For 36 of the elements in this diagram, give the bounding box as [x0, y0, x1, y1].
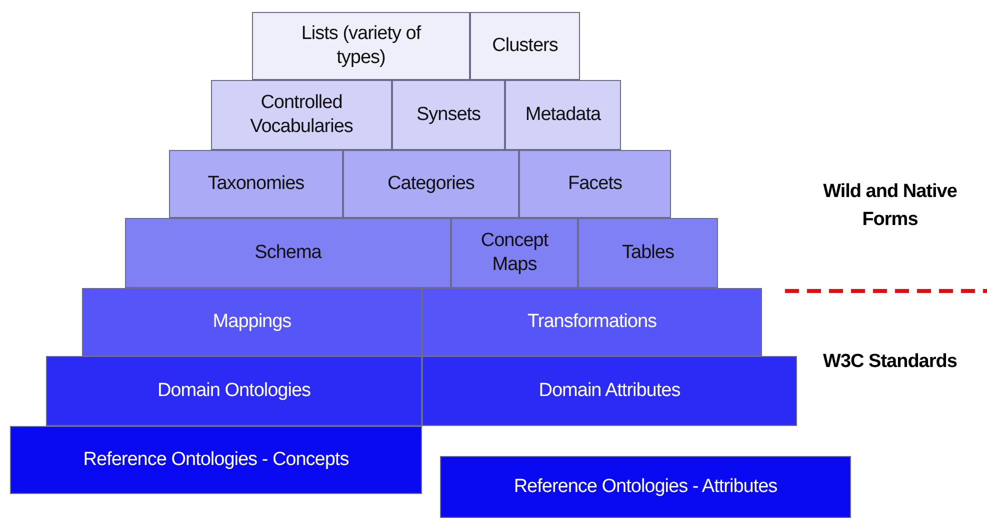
block-label: Schema [254, 241, 322, 265]
layer-block [422, 288, 762, 356]
layer-block [519, 150, 671, 218]
block-label: Reference Ontologies - Attributes [514, 475, 778, 499]
layer-block [125, 218, 451, 288]
layer-block [440, 456, 851, 518]
block-label: Taxonomies [208, 172, 304, 196]
layer-block [343, 150, 519, 218]
block-label: Metadata [525, 103, 601, 127]
layer-block [505, 80, 621, 150]
block-label: Domain Attributes [538, 379, 680, 403]
layer-block [252, 12, 470, 80]
layer-block [211, 80, 392, 150]
layer-block [82, 288, 422, 356]
side-label: W3C Standards [822, 350, 958, 374]
layer-block [451, 218, 578, 288]
block-label: Clusters [492, 34, 558, 58]
layer-block [578, 218, 718, 288]
block-label: Reference Ontologies - Concepts [83, 448, 349, 472]
block-label: Lists (variety of types) [300, 22, 422, 70]
block-label: Transformations [527, 310, 657, 334]
block-label: Controlled Vocabularies [249, 91, 354, 139]
layer-block [422, 356, 797, 426]
layer-block [10, 426, 422, 494]
block-label: Domain Ontologies [157, 379, 311, 403]
block-label: Facets [568, 172, 622, 196]
layer-block [470, 12, 580, 80]
layer-block [46, 356, 422, 426]
block-label: Concept Maps [480, 229, 550, 277]
side-label: Wild and Native Forms [822, 180, 958, 232]
block-label: Synsets [416, 103, 481, 127]
layer-block [392, 80, 505, 150]
block-label: Tables [622, 241, 674, 265]
layer-block [169, 150, 343, 218]
block-label: Mappings [212, 310, 292, 334]
block-label: Categories [388, 172, 474, 196]
